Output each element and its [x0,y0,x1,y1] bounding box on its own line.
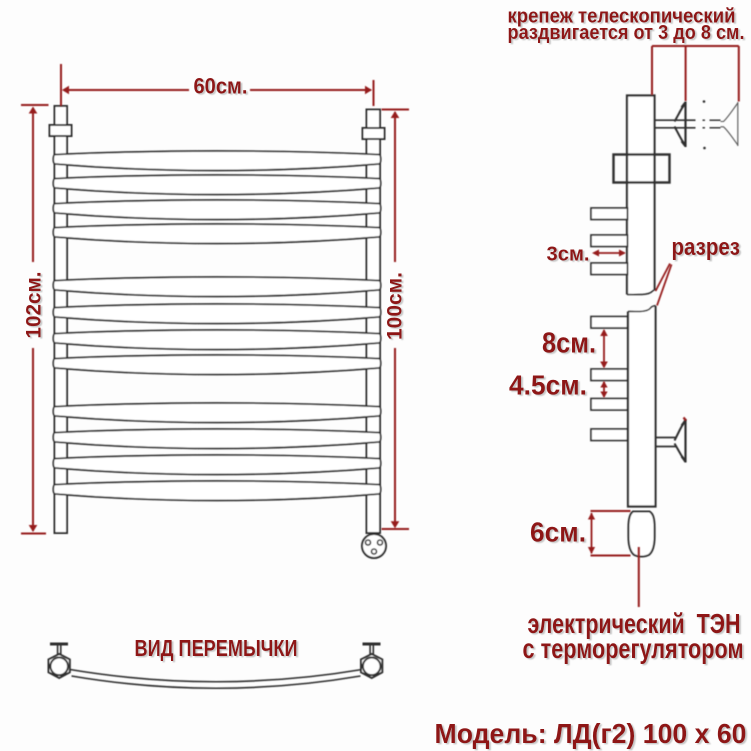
svg-text:раздвигается от 3 до 8 см.: раздвигается от 3 до 8 см. [508,21,745,44]
svg-text:60см.: 60см. [194,74,248,99]
svg-text:ВИД ПЕРЕМЫЧКИ: ВИД ПЕРЕМЫЧКИ [135,635,298,661]
svg-text:с терморегулятором: с терморегулятором [523,633,744,664]
svg-text:Модель: ЛД(г2) 100 х 60: Модель: ЛД(г2) 100 х 60 [435,718,747,749]
svg-text:8см.: 8см. [542,328,596,360]
svg-text:6см.: 6см. [530,517,586,548]
svg-text:электрический ТЭН: электрический ТЭН [528,608,741,639]
svg-text:4.5см.: 4.5см. [509,370,587,401]
svg-text:крепеж телескопический: крепеж телескопический [508,5,736,28]
svg-text:разрез: разрез [672,234,741,261]
svg-text:100см.: 100см. [384,272,407,340]
svg-text:102см.: 102см. [23,272,46,339]
svg-text:3см.: 3см. [547,244,590,266]
